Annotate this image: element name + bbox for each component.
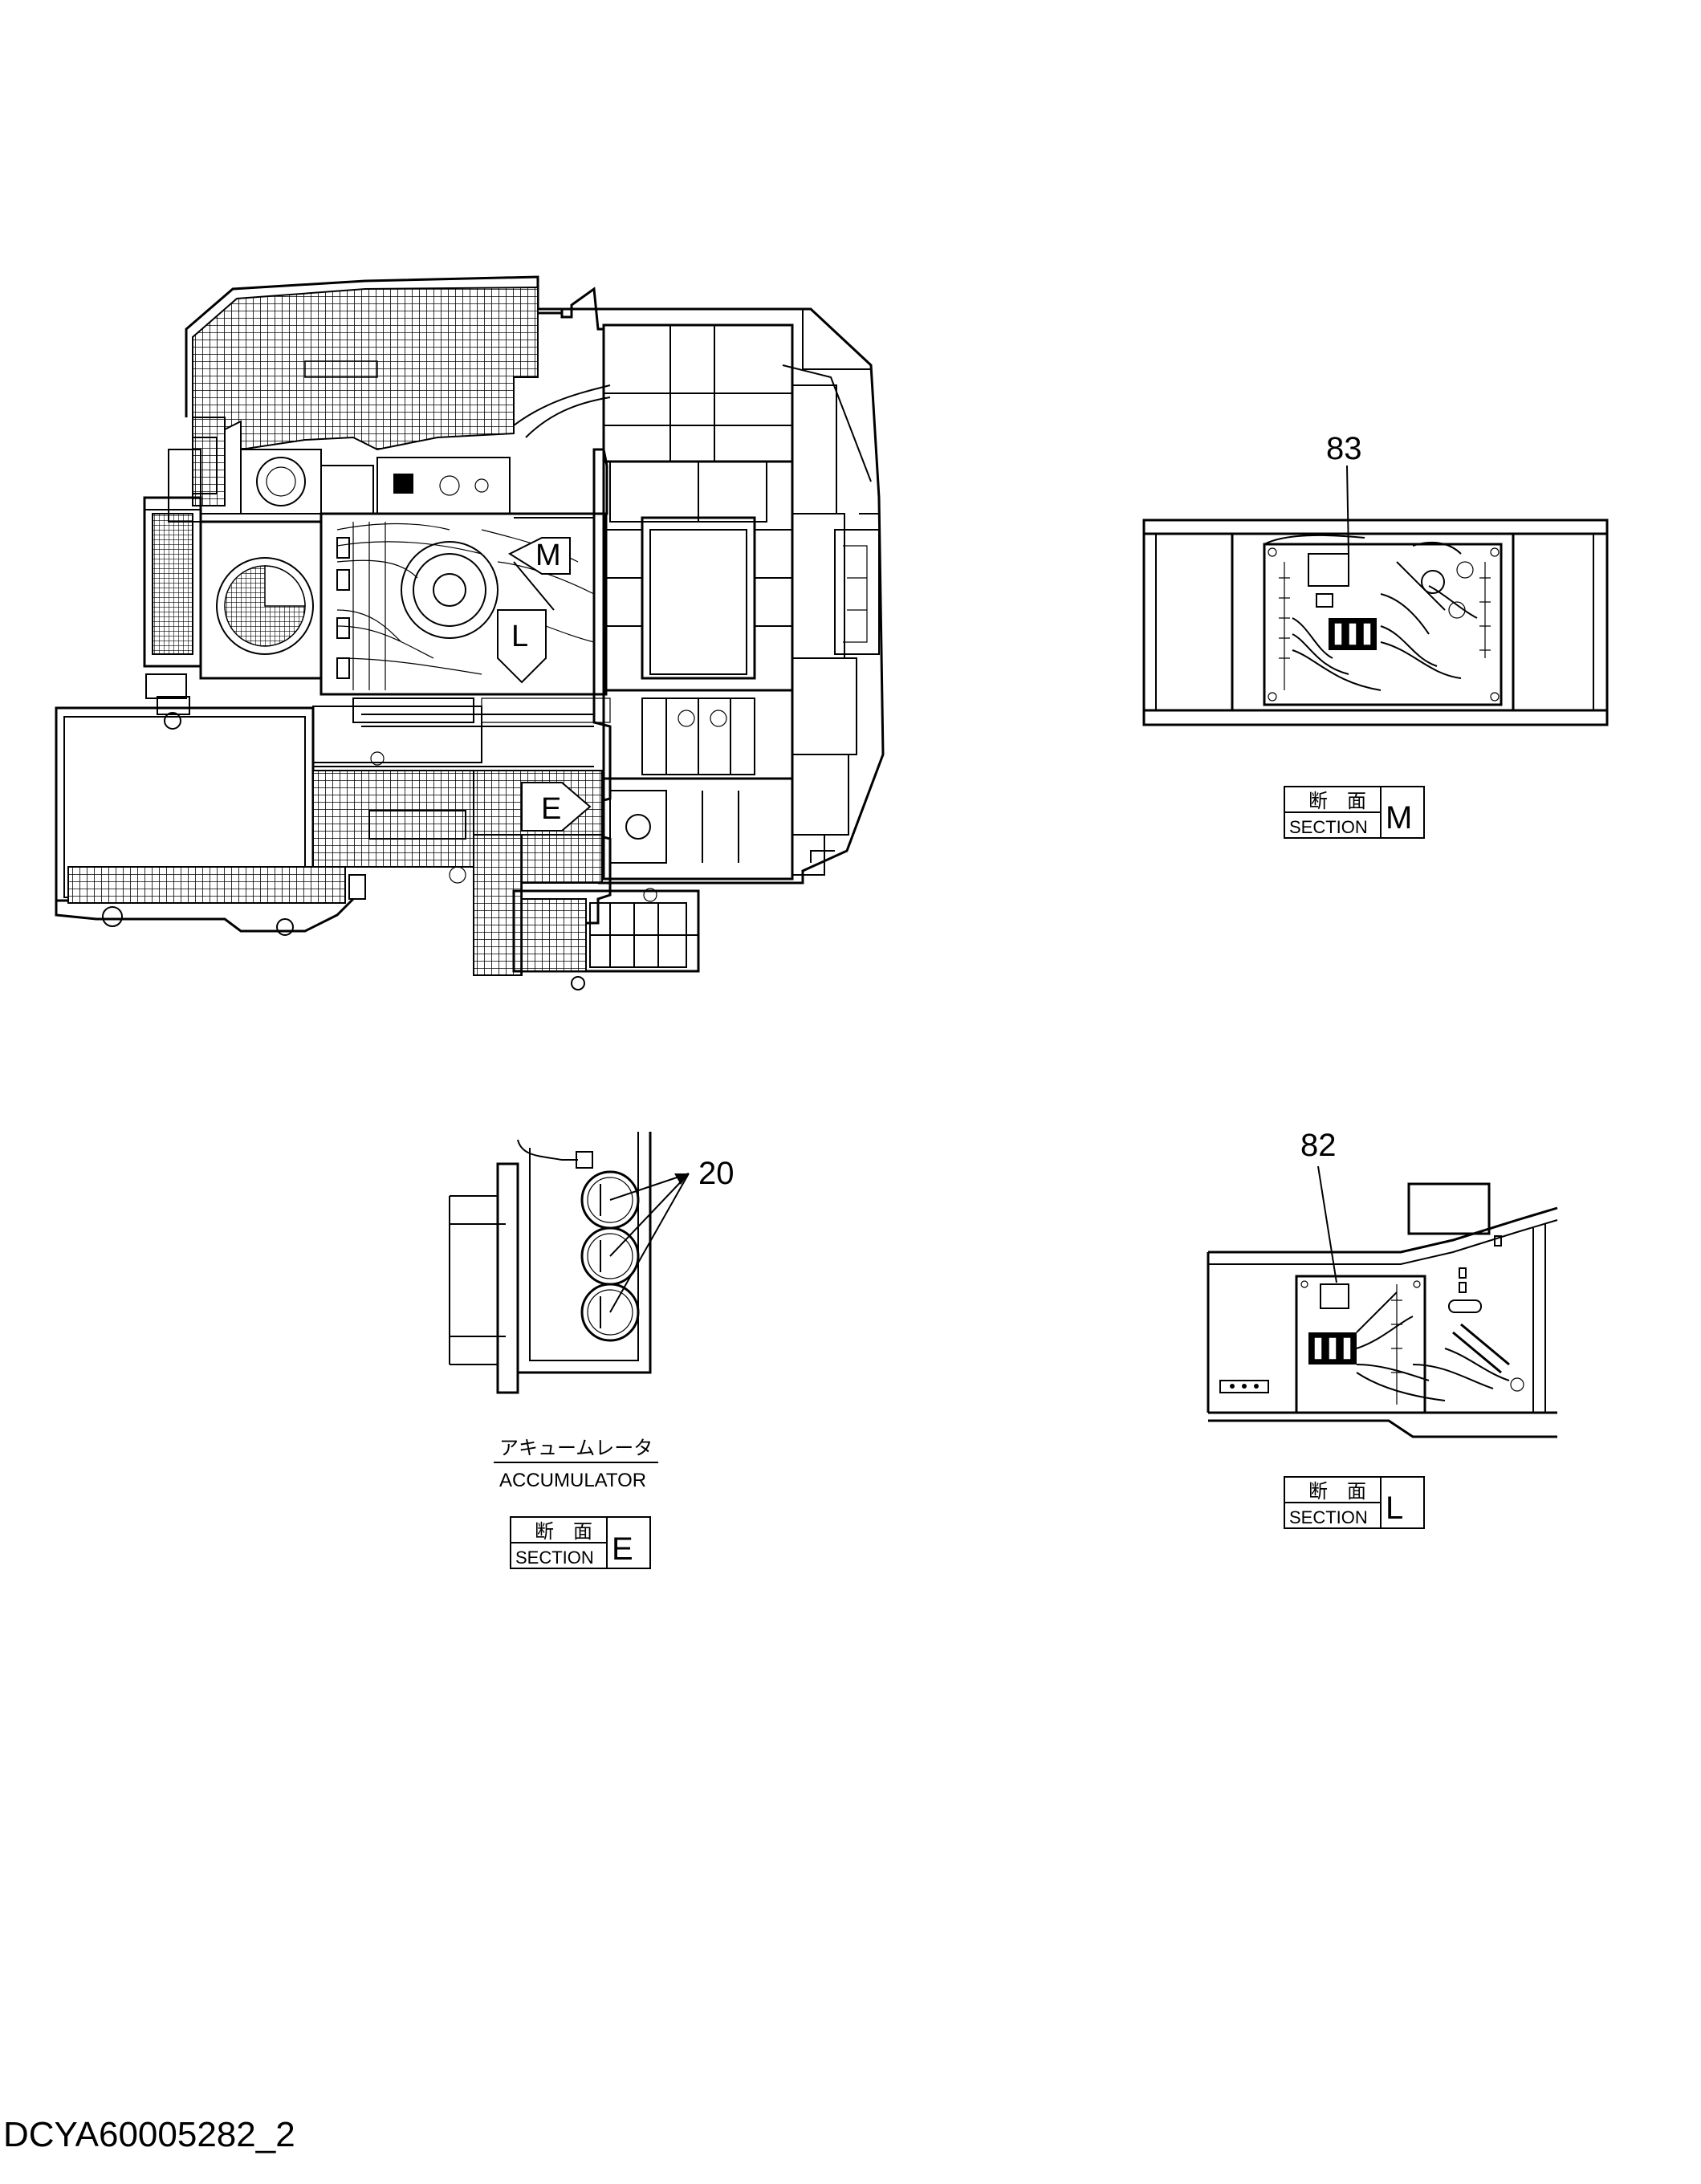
section-m-part-number: 83 xyxy=(1326,431,1362,466)
walkway-grating-lower xyxy=(312,770,474,868)
section-l-label-box: 断 面 SECTION L xyxy=(1284,1476,1425,1529)
section-e-component-jp: アキュームレータ xyxy=(499,1438,653,1459)
hull-right xyxy=(538,307,885,885)
section-m-leader-line xyxy=(1346,465,1349,555)
section-m-label-jp: 断 面 xyxy=(1308,791,1366,812)
section-l-valve-panel xyxy=(1295,1275,1426,1414)
access-ladder xyxy=(512,889,700,973)
accumulator-cluster xyxy=(580,1170,640,1342)
section-e-component-en: ACCUMULATOR xyxy=(499,1470,646,1491)
section-e-label-jp: 断 面 xyxy=(535,1521,592,1543)
section-e-view: 20 アキュームレータ ACCUMULATOR 断 面 SECTION E xyxy=(449,1132,735,1569)
section-l-leader-line xyxy=(1317,1165,1337,1283)
section-marker-e-label: E xyxy=(541,792,561,826)
section-l-frame-top xyxy=(1208,1206,1558,1254)
section-m-valve-panel xyxy=(1263,543,1503,706)
section-m-frame xyxy=(1142,519,1609,726)
section-m-label-box: 断 面 SECTION M xyxy=(1284,786,1425,839)
section-e-leader-lines xyxy=(609,1173,690,1313)
section-l-part-number: 82 xyxy=(1300,1128,1337,1163)
section-m-view: 83 断 面 SECTION M xyxy=(1142,431,1609,839)
center-block xyxy=(641,516,756,680)
section-marker-e: E xyxy=(521,782,592,832)
pump-circle xyxy=(401,541,498,639)
section-marker-m-label: M xyxy=(535,539,561,572)
section-marker-l-label: L xyxy=(511,620,528,653)
section-m-label-en: SECTION xyxy=(1289,817,1368,837)
section-e-part-number: 20 xyxy=(698,1156,735,1191)
section-marker-m: M xyxy=(507,537,571,611)
section-e-letter: E xyxy=(612,1531,633,1567)
pump-compartment xyxy=(319,512,608,696)
section-l-view: 82 断 面 SECTION L xyxy=(1207,1128,1558,1529)
document-id: DCYA60005282_2 xyxy=(3,2115,295,2154)
section-l-letter: L xyxy=(1386,1491,1403,1526)
section-e-label-box: 断 面 SECTION E xyxy=(510,1516,651,1569)
section-l-label-jp: 断 面 xyxy=(1308,1481,1366,1503)
section-m-letter: M xyxy=(1386,800,1412,836)
section-l-label-en: SECTION xyxy=(1289,1507,1368,1527)
section-e-label-en: SECTION xyxy=(515,1548,594,1568)
main-top-view: M L E xyxy=(55,275,885,990)
section-marker-l: L xyxy=(497,609,547,684)
fan-circle xyxy=(216,557,314,655)
